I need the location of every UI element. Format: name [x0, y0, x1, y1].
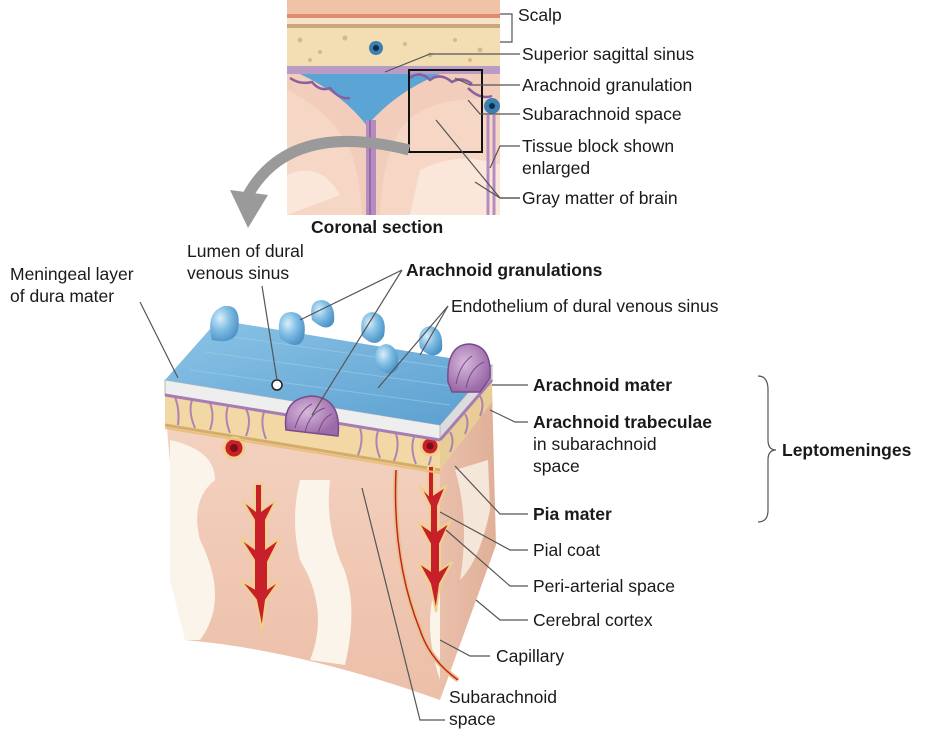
label-gray-matter: Gray matter of brain	[522, 187, 678, 209]
label-capillary: Capillary	[496, 645, 564, 667]
label-periarterial-space: Peri-arterial space	[533, 575, 675, 597]
label-cerebral-cortex: Cerebral cortex	[533, 609, 653, 631]
label-trabeculae-line2: in subarachnoid	[533, 433, 657, 455]
label-subarachnoid-space-inset: Subarachnoid space	[522, 103, 682, 125]
label-tissue-block-line2: enlarged	[522, 157, 590, 179]
tissue-block	[165, 300, 496, 700]
label-arachnoid-mater: Arachnoid mater	[533, 374, 672, 396]
label-subarachnoid-line2: space	[449, 708, 496, 730]
label-arachnoid-trabeculae: Arachnoid trabeculae	[533, 411, 712, 433]
label-arachnoid-granulation: Arachnoid granulation	[522, 74, 692, 96]
label-meningeal-line2: of dura mater	[10, 285, 114, 307]
label-arachnoid-granulations: Arachnoid granulations	[406, 259, 602, 281]
label-scalp: Scalp	[518, 4, 562, 26]
label-leptomeninges: Leptomeninges	[782, 439, 911, 461]
label-meningeal-line1: Meningeal layer	[10, 263, 134, 285]
coronal-section-caption: Coronal section	[311, 216, 443, 238]
label-endothelium: Endothelium of dural venous sinus	[451, 295, 719, 317]
label-subarachnoid-line1: Subarachnoid	[449, 686, 557, 708]
label-superior-sagittal-sinus: Superior sagittal sinus	[522, 43, 694, 65]
label-pial-coat: Pial coat	[533, 539, 600, 561]
label-tissue-block-line1: Tissue block shown	[522, 135, 674, 157]
label-pia-mater: Pia mater	[533, 503, 612, 525]
label-lumen-line2: venous sinus	[187, 262, 289, 284]
label-lumen-line1: Lumen of dural	[187, 240, 304, 262]
label-trabeculae-line3: space	[533, 455, 580, 477]
coronal-section-inset	[287, 0, 500, 215]
